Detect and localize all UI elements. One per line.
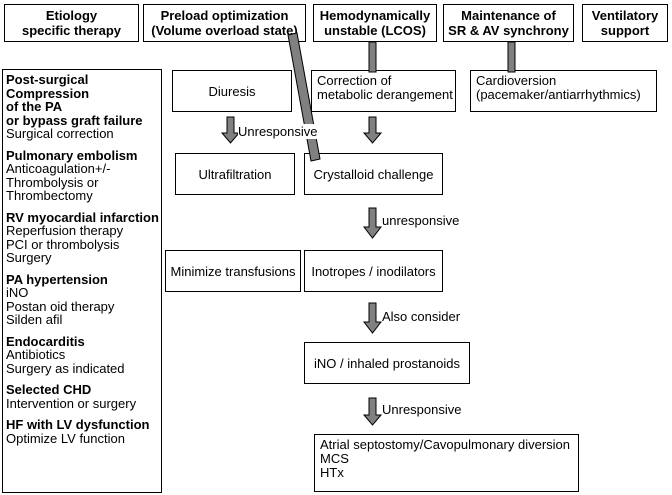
- endocarditis-title: Endocarditis: [6, 333, 85, 349]
- header-ventilatory-line1: Ventilatory: [591, 8, 659, 23]
- header-sr-av-line1: Maintenance of: [461, 8, 556, 23]
- etiology-post-surgical: Post-surgical Compression of the PA or b…: [6, 73, 158, 141]
- post-surgical-title-1: Post-surgical: [6, 72, 89, 87]
- rv-infarction-item-3: Surgery: [6, 250, 52, 265]
- cardioversion-line1: Cardioversion: [476, 73, 557, 88]
- header-hemodynamic-line2: unstable (LCOS): [324, 23, 426, 38]
- node-diuresis: Diuresis: [172, 70, 292, 112]
- node-final-options: Atrial septostomy/Cavopulmonary diversio…: [314, 434, 579, 492]
- stub-hemo-metabolic: [368, 41, 377, 73]
- hf-lv-item-1: Optimize LV function: [6, 430, 125, 446]
- diuresis-label: Diuresis: [208, 83, 256, 99]
- final-option-3: HTx: [320, 465, 344, 480]
- post-surgical-title-3: of the PA: [6, 99, 63, 114]
- node-ino-prostanoids: iNO / inhaled prostanoids: [304, 342, 470, 384]
- node-inotropes: Inotropes / inodilators: [304, 250, 443, 292]
- pa-hypertension-item-1: iNO: [6, 285, 29, 300]
- etiology-pulmonary-embolism: Pulmonary embolism Anticoagulation+/- Th…: [6, 147, 158, 203]
- selected-chd-item-1: Intervention or surgery: [6, 395, 137, 411]
- final-option-2: MCS: [320, 451, 349, 466]
- header-etiology-line2: specific therapy: [22, 23, 121, 38]
- pulmonary-embolism-item-3: Thrombectomy: [6, 188, 93, 203]
- rv-infarction-item-2: PCI or thrombolysis: [6, 236, 120, 252]
- header-preload-line1: Preload optimization: [160, 8, 289, 23]
- endocarditis-item-1: Antibiotics: [6, 347, 66, 362]
- diagonal-connector: [287, 32, 321, 162]
- node-metabolic: Correction of metabolic derangement: [311, 70, 456, 112]
- pa-hypertension-item-2: Postan oid therapy: [6, 298, 115, 314]
- arrow-ino-final: [362, 397, 383, 426]
- arrow-diuresis-ultrafiltration: [220, 116, 241, 144]
- arrow-inotropes-ino: [362, 302, 383, 334]
- node-cardioversion: Cardioversion (pacemaker/antiarrhythmics…: [470, 70, 657, 112]
- label-unresponsive-1: Unresponsive: [238, 124, 318, 139]
- final-option-1: Atrial septostomy/Cavopulmonary diversio…: [320, 437, 570, 452]
- header-sr-av-line2: SR & AV synchrony: [448, 23, 569, 38]
- ultrafiltration-label: Ultrafiltration: [198, 166, 272, 182]
- header-etiology-line1: Etiology: [45, 8, 98, 23]
- etiology-selected-chd: Selected CHD Intervention or surgery: [6, 383, 158, 410]
- arrow-metabolic-crystalloid: [362, 116, 383, 144]
- crystalloid-label: Crystalloid challenge: [313, 166, 434, 182]
- node-ultrafiltration: Ultrafiltration: [175, 153, 295, 195]
- rv-infarction-item-1: Reperfusion therapy: [6, 223, 124, 238]
- minimize-transfusions-label: Minimize transfusions: [170, 263, 296, 279]
- selected-chd-title: Selected CHD: [6, 382, 92, 397]
- node-crystalloid: Crystalloid challenge: [304, 153, 443, 195]
- etiology-list: Post-surgical Compression of the PA or b…: [2, 69, 162, 493]
- cardioversion-line2: (pacemaker/antiarrhythmics): [476, 87, 641, 102]
- header-ventilatory-line2: support: [600, 23, 650, 38]
- stub-sr-cardioversion: [507, 41, 516, 73]
- pulmonary-embolism-item-1: Anticoagulation+/-: [6, 161, 111, 176]
- header-hemodynamic-line1: Hemodynamically: [319, 8, 431, 23]
- inotropes-label: Inotropes / inodilators: [311, 263, 436, 279]
- label-also-consider: Also consider: [382, 309, 461, 324]
- endocarditis-item-2: Surgery as indicated: [6, 360, 125, 376]
- etiology-rv-infarction: RV myocardial infarction Reperfusion the…: [6, 209, 159, 265]
- metabolic-line1: Correction of: [317, 73, 392, 88]
- ino-prostanoids-label: iNO / inhaled prostanoids: [314, 355, 460, 371]
- label-unresponsive-2: unresponsive: [382, 213, 460, 228]
- etiology-endocarditis: Endocarditis Antibiotics Surgery as indi…: [6, 333, 158, 376]
- post-surgical-item-1: Surgical correction: [6, 126, 114, 141]
- metabolic-line2: metabolic derangement: [317, 87, 453, 102]
- pulmonary-embolism-item-2: Thrombolysis or: [6, 174, 99, 190]
- etiology-pa-hypertension: PA hypertension iNO Postan oid therapy S…: [6, 271, 158, 327]
- node-minimize-transfusions: Minimize transfusions: [165, 250, 301, 292]
- arrow-crystalloid-inotropes: [362, 207, 383, 239]
- header-preload-line2: (Volume overload state): [151, 23, 298, 38]
- pa-hypertension-item-3: Silden afil: [6, 312, 63, 327]
- post-surgical-title-4: or bypass graft failure: [6, 112, 143, 128]
- pulmonary-embolism-title: Pulmonary embolism: [6, 147, 138, 163]
- rv-infarction-title: RV myocardial infarction: [6, 209, 159, 225]
- label-unresponsive-3: Unresponsive: [382, 402, 462, 417]
- post-surgical-title-2: Compression: [6, 85, 90, 101]
- etiology-hf-lv: HF with LV dysfunction Optimize LV funct…: [6, 418, 158, 445]
- hf-lv-title: HF with LV dysfunction: [6, 417, 150, 432]
- header-preload: Preload optimization(Volume overload sta…: [143, 4, 306, 42]
- pa-hypertension-title: PA hypertension: [6, 271, 108, 287]
